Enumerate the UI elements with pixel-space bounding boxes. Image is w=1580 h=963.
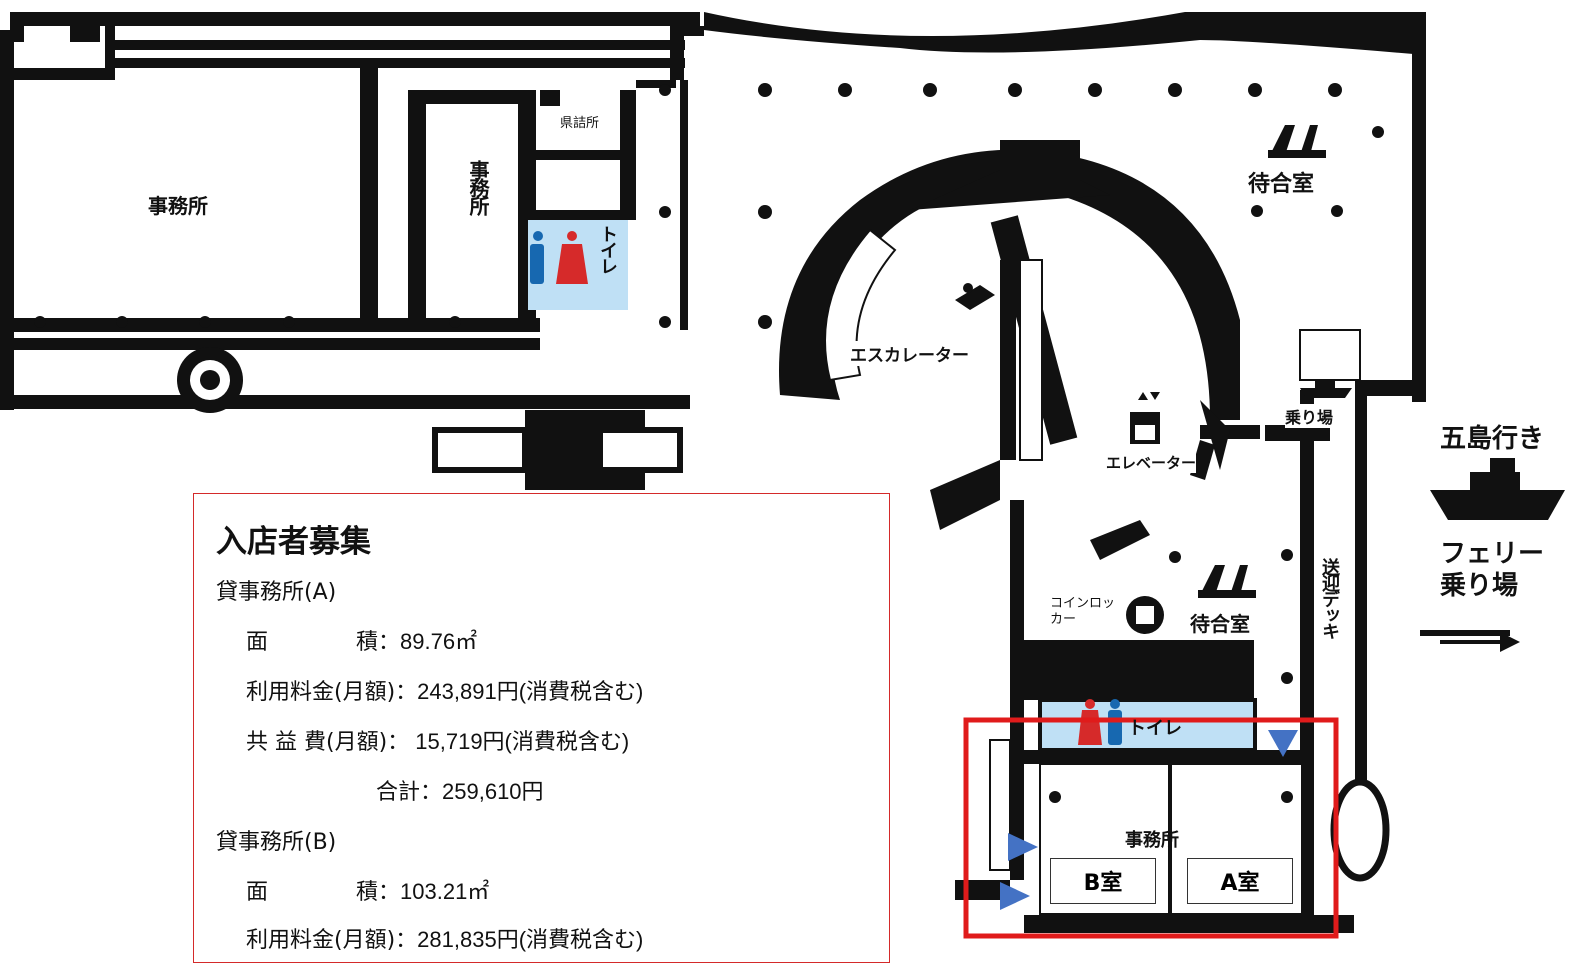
entrance-marker-icon xyxy=(1000,882,1030,910)
office-left-label: 事務所 xyxy=(148,194,208,218)
office-b-area-row: 面 積：103.21㎡ xyxy=(246,874,489,906)
ferry-icon xyxy=(1430,458,1565,520)
oval-structure xyxy=(1330,778,1390,882)
office-a-total-row: 合計：259,610円 xyxy=(376,774,544,806)
total-label: 合計： xyxy=(376,780,443,805)
area-label: 面 積： xyxy=(246,630,401,655)
total-value: 259,610円 xyxy=(442,779,544,804)
entrance-marker-icon xyxy=(1008,833,1038,861)
rent-label: 利用料金(月額)： xyxy=(246,928,418,953)
arrow-right-icon xyxy=(1440,632,1520,652)
highlight-rental-offices xyxy=(963,717,1339,939)
escalator-icon xyxy=(955,283,995,310)
office-a-heading: 貸事務所(A) xyxy=(216,580,337,605)
toilet-lower-area xyxy=(1038,698,1257,752)
room-divider xyxy=(1168,764,1172,929)
rent-label: 利用料金(月額)： xyxy=(246,680,418,705)
room-a-label: A室 xyxy=(1187,858,1293,904)
recruitment-title: 入店者募集 xyxy=(216,524,371,560)
area-label: 面 積： xyxy=(246,880,401,905)
common-fee-value: 15,719円(消費税含む) xyxy=(409,729,630,754)
area-value: 89.76㎡ xyxy=(400,629,478,654)
room-b-label: B室 xyxy=(1050,858,1156,904)
waiting-room-lower-label: 待合室 xyxy=(1190,612,1250,636)
area-value: 103.21㎡ xyxy=(400,879,490,904)
coin-locker-label: コインロッカー xyxy=(1050,596,1116,627)
spiral-staircase xyxy=(177,347,243,413)
entrance-marker-icon xyxy=(1268,730,1298,757)
prefecture-office-label: 県詰所 xyxy=(560,112,600,131)
goto-bound-label: 五島行き xyxy=(1440,424,1545,454)
female-icon xyxy=(556,231,588,284)
coin-locker-icon xyxy=(1126,596,1164,634)
escalator-label: エスカレーター xyxy=(850,341,969,366)
common-fee-label: 共 益 費(月額)： xyxy=(246,730,410,755)
wall-structure xyxy=(0,12,1510,933)
office-left-area xyxy=(14,80,360,318)
transfer-deck-label: 送迎デッキ xyxy=(1319,558,1340,638)
office-a-common-row: 共 益 費(月額)： 15,719円(消費税含む) xyxy=(246,724,629,756)
escalator-steps xyxy=(824,228,1361,871)
small-ship-icon xyxy=(1300,380,1352,398)
male-icon xyxy=(530,231,544,284)
waiting-room-icon xyxy=(1198,565,1256,598)
waiting-room-upper-label: 待合室 xyxy=(1248,172,1315,197)
boarding-area-label: 乗り場 xyxy=(1285,404,1334,428)
office-a-area-row: 面 積：89.76㎡ xyxy=(246,624,477,656)
recruitment-info-box: 入店者募集 貸事務所(A) 面 積：89.76㎡ 利用料金(月額)：243,89… xyxy=(193,493,890,963)
elevator-label: エレベーター xyxy=(1106,452,1197,473)
pillar-dots xyxy=(34,83,1384,803)
elevator-icon xyxy=(1130,392,1160,444)
waiting-room-icon xyxy=(1268,125,1326,158)
office-b-heading: 貸事務所(B) xyxy=(216,830,337,855)
toilet-lower-label: トイレ xyxy=(1128,718,1182,739)
office-b-rent-row: 利用料金(月額)：281,835円(消費税含む) xyxy=(246,922,643,954)
toilet-upper-label: トイレ xyxy=(597,225,618,273)
rent-value: 243,891円(消費税含む) xyxy=(417,679,644,704)
office-vertical-label: 事務所 xyxy=(466,160,490,214)
office-lower-label: 事務所 xyxy=(1125,830,1179,851)
office-a-rent-row: 利用料金(月額)：243,891円(消費税含む) xyxy=(246,674,643,706)
ferry-boarding-label: フェリー乗り場 xyxy=(1440,539,1545,601)
rent-value: 281,835円(消費税含む) xyxy=(417,927,644,952)
